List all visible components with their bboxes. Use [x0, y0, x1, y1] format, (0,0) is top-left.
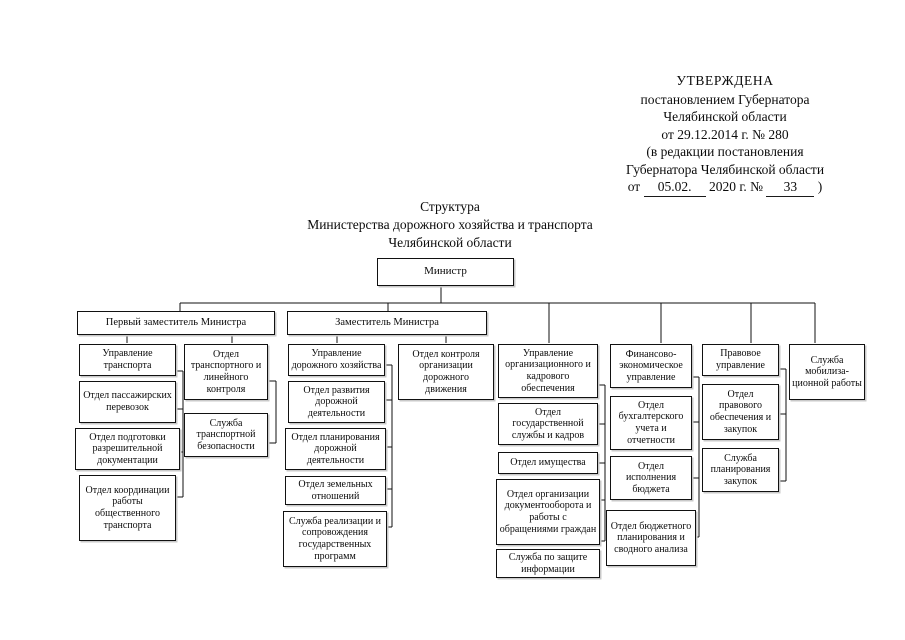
node-col5-item-1[interactable]: Отдел имущества — [498, 452, 598, 474]
date-value: 05.02. — [643, 178, 706, 197]
date-year: 2020 г. № — [708, 179, 763, 194]
page-title: Структура Министерства дорожного хозяйст… — [225, 198, 675, 252]
doc-title-line-1: Структура — [420, 199, 480, 214]
node-col3-item-0[interactable]: Отдел развития дорожной деятельности — [288, 381, 385, 423]
approval-line-3: от 29.12.2014 г. № 280 — [661, 126, 789, 142]
node-col6-item-0[interactable]: Отдел бухгалтерского учета и отчетности — [610, 396, 692, 450]
node-col7-item-0[interactable]: Отдел правового обеспечения и закупок — [702, 384, 779, 440]
number-value: 33 — [766, 178, 815, 197]
approval-title: УТВЕРЖДЕНА — [676, 73, 774, 88]
node-col7-item-1[interactable]: Служба планирования закупок — [702, 448, 779, 492]
node-col6-head[interactable]: Финансово-экономическое управление — [610, 344, 692, 388]
node-col1-head[interactable]: Управление транспорта — [79, 344, 176, 376]
approval-line-2: Челябинской области — [663, 109, 787, 124]
doc-title-line-2: Министерства дорожного хозяйства и транс… — [307, 217, 593, 232]
node-col7-head[interactable]: Правовое управление — [702, 344, 779, 376]
node-col6-item-1[interactable]: Отдел исполнения бюджета — [610, 456, 692, 500]
approval-line-5: Губернатора Челябинской области — [625, 161, 825, 177]
approval-line-4: (в редакции постановления — [646, 144, 804, 159]
approval-block: УТВЕРЖДЕНА постановлением Губернатора Че… — [560, 72, 890, 197]
node-col5-head[interactable]: Управление организационного и кадрового … — [498, 344, 598, 398]
node-col1-item-1[interactable]: Отдел подготовки разрешительной документ… — [75, 428, 180, 470]
node-col3-item-1[interactable]: Отдел планирования дорожной деятельности — [285, 428, 386, 470]
node-col5-item-2[interactable]: Отдел организации документооборота и раб… — [496, 479, 600, 545]
doc-title-line-3: Челябинской области — [388, 235, 512, 250]
node-col2-item-0[interactable]: Служба транспортной безопасности — [184, 413, 268, 457]
node-col8-head[interactable]: Служба мобилиза- ционной работы — [789, 344, 865, 400]
node-col2-head[interactable]: Отдел транспортного и линейного контроля — [184, 344, 268, 400]
node-col1-item-0[interactable]: Отдел пассажирских перевозок — [79, 381, 176, 423]
node-col3-head[interactable]: Управление дорожного хозяйства — [288, 344, 385, 376]
node-col5-item-0[interactable]: Отдел государственной службы и кадров — [498, 403, 598, 445]
approval-date-line: от 05.02. 2020 г. № 33 ) — [627, 178, 823, 197]
node-col4-head[interactable]: Отдел контроля организации дорожного дви… — [398, 344, 494, 400]
date-prefix: от — [627, 179, 641, 194]
node-minister[interactable]: Министр — [377, 258, 514, 286]
node-col1-item-2[interactable]: Отдел координации работы общественного т… — [79, 475, 176, 541]
date-suffix: ) — [817, 179, 823, 194]
node-col6-item-2[interactable]: Отдел бюджетного планирования и сводного… — [606, 510, 696, 566]
node-deputy-minister[interactable]: Заместитель Министра — [287, 311, 487, 335]
node-col3-item-2[interactable]: Отдел земельных отношений — [285, 476, 386, 505]
node-col5-item-3[interactable]: Служба по защите информации — [496, 549, 600, 578]
node-first-deputy-minister[interactable]: Первый заместитель Министра — [77, 311, 275, 335]
approval-line-1: постановлением Губернатора — [640, 91, 810, 107]
node-col3-item-3[interactable]: Служба реализации и сопровождения госуда… — [283, 511, 387, 567]
